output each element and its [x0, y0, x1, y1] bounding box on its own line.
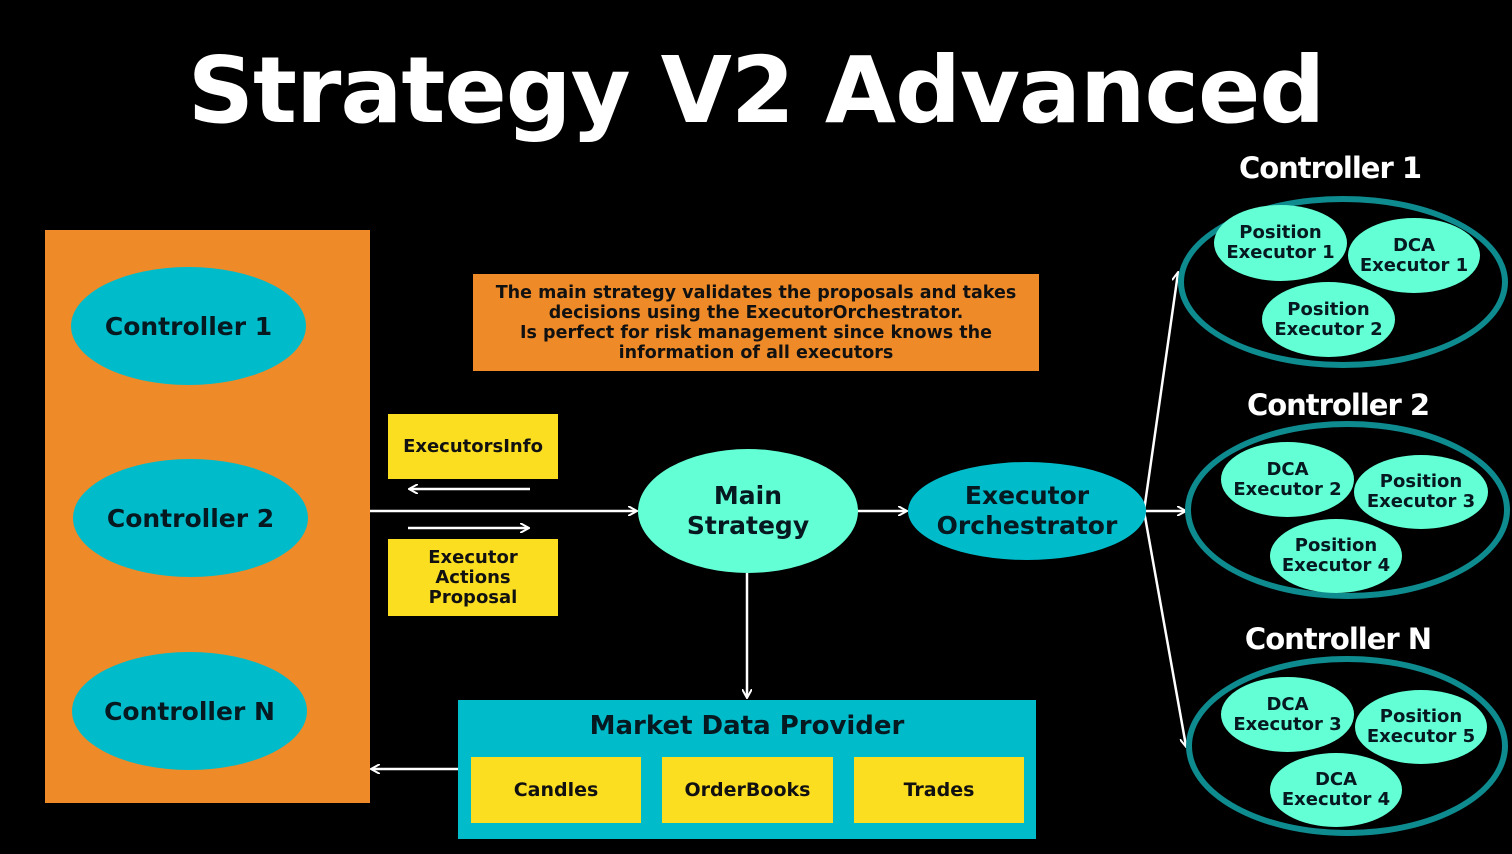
executor-name: Executor 1 [1226, 242, 1335, 263]
note-line: decisions using the ExecutorOrchestrator… [548, 302, 964, 323]
executor-type: Position [1239, 222, 1322, 243]
strategy-note: The main strategy validates the proposal… [473, 274, 1039, 371]
executor-name: Executor 5 [1366, 726, 1476, 747]
executor-name: Executor 4 [1281, 555, 1391, 576]
controller-n-node: Controller N [72, 652, 307, 770]
group-2-ring [1185, 421, 1510, 599]
executor-name: Executor 1 [1359, 254, 1469, 276]
group-n-ring [1186, 656, 1508, 836]
orchestrator-to-group1-arrow [1142, 273, 1178, 512]
executor-type: Position [1287, 298, 1370, 320]
label-line: Executor [428, 546, 518, 568]
executor-type: Position [1379, 706, 1463, 727]
executor-type: DCA [1266, 693, 1309, 715]
executor-type: DCA [1266, 458, 1309, 480]
executor-actions-proposal-label: Executor Actions Proposal [388, 539, 558, 616]
orderbooks-box: OrderBooks [662, 757, 833, 823]
main-strategy-line: Strategy [686, 511, 810, 540]
executor-type: DCA [1392, 234, 1436, 256]
trades-box: Trades [854, 757, 1024, 823]
group-1-title: Controller 1 [1238, 151, 1422, 185]
market-data-provider: Market Data Provider Candles OrderBooks … [458, 700, 1036, 839]
label-line: Proposal [428, 586, 518, 608]
executor-type: Position [1379, 471, 1463, 492]
note-line: information of all executors [618, 342, 894, 363]
orchestrator-to-groupN-arrow [1142, 510, 1186, 746]
label-line: Actions [435, 566, 511, 588]
controller-2-node: Controller 2 [73, 459, 308, 577]
executor-orchestrator-node: Executor Orchestrator [908, 462, 1146, 560]
executor-type: Position [1294, 535, 1378, 556]
main-strategy-node: Main Strategy [638, 449, 858, 573]
note-line: The main strategy validates the proposal… [495, 282, 1017, 303]
candles-box: Candles [471, 757, 641, 823]
group-2-title: Controller 2 [1246, 388, 1430, 422]
executors-info-label: ExecutorsInfo [388, 414, 558, 479]
executor-name: Executor 2 [1233, 478, 1342, 500]
orchestrator-line: Executor [964, 481, 1090, 510]
page-title: Strategy V2 Advanced [187, 36, 1326, 144]
orchestrator-line: Orchestrator [936, 511, 1118, 540]
executor-name: Executor 3 [1233, 713, 1342, 735]
market-data-provider-title: Market Data Provider [589, 711, 905, 741]
group-1-ring [1178, 196, 1508, 368]
note-line: Is perfect for risk management since kno… [520, 322, 992, 343]
executor-name: Executor 3 [1366, 491, 1476, 512]
executor-name: Executor 4 [1281, 789, 1391, 810]
group-n-title: Controller N [1244, 622, 1432, 656]
controller-1-node: Controller 1 [71, 267, 306, 385]
executor-name: Executor 2 [1274, 318, 1383, 340]
executor-type: DCA [1314, 769, 1358, 790]
main-strategy-line: Main [713, 481, 783, 510]
